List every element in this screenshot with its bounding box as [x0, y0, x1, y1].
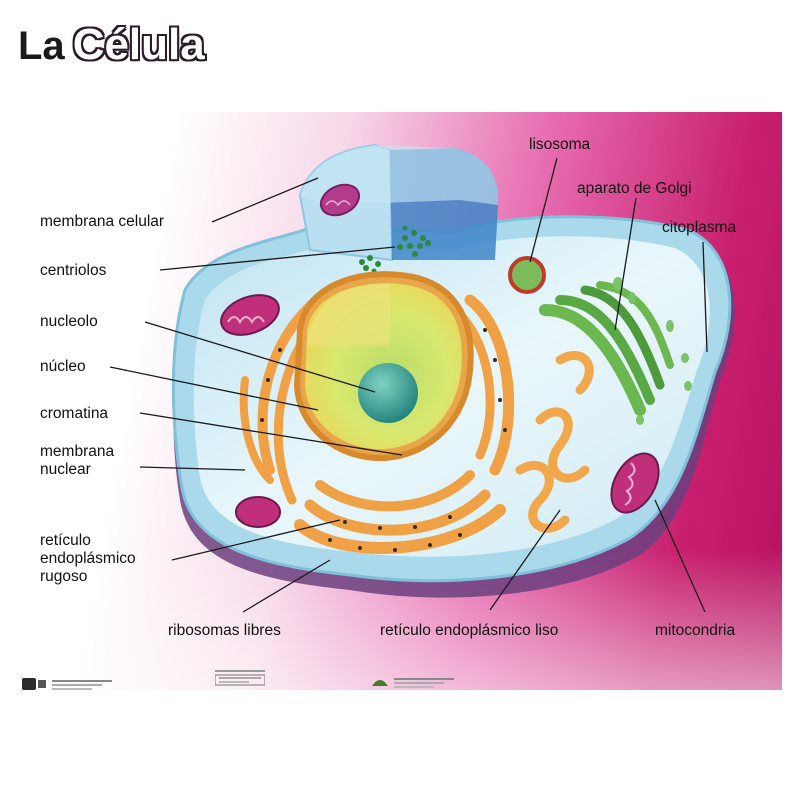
label-membrana-nuclear: membrana nuclear: [40, 443, 114, 479]
golgi-vesicles: [613, 277, 692, 425]
label-citoplasma: citoplasma: [662, 219, 737, 236]
label-cromatina: cromatina: [40, 405, 109, 422]
mito-left-cristae: [227, 316, 265, 324]
block-mitochondrion: [319, 183, 361, 217]
label-ribosomas-libres: ribosomas libres: [168, 622, 281, 639]
block-mito-cristae: [325, 200, 351, 207]
publisher-logo-right: [372, 678, 454, 688]
label-nucleo: núcleo: [40, 358, 86, 375]
nucleolus: [358, 363, 418, 423]
title-main: Célula: [72, 20, 205, 69]
label-reticulo-rugoso-line3: rugoso: [40, 568, 88, 585]
nucleus-cut: [307, 283, 390, 345]
label-membrana-nuclear-line1: membrana: [40, 443, 115, 460]
label-reticulo-rugoso-line1: retículo: [40, 532, 91, 549]
label-mitocondria: mitocondria: [655, 622, 736, 639]
label-aparato-golgi: aparato de Golgi: [577, 180, 692, 197]
golgi-apparatus: [539, 281, 674, 416]
publisher-logo-left: [22, 678, 112, 690]
label-lisosoma: lisosoma: [529, 136, 591, 153]
vesicle-purple: [235, 496, 281, 528]
title-prefix: La: [18, 24, 65, 68]
mitochondrion-left: [220, 294, 280, 336]
label-reticulo-rugoso-line2: endoplásmico: [40, 550, 136, 567]
label-membrana-celular: membrana celular: [40, 213, 165, 230]
label-reticulo-liso: retículo endoplásmico liso: [380, 622, 559, 639]
lysosome: [508, 256, 546, 294]
label-reticulo-rugoso: retículo endoplásmico rugoso: [40, 532, 136, 586]
leader-lines: [109, 157, 708, 613]
mito-right-cristae: [624, 462, 636, 506]
label-centriolos: centriolos: [40, 262, 107, 279]
label-nucleolo: nucleolo: [40, 313, 98, 330]
rough-er-ribosomes: [260, 328, 507, 552]
label-membrana-nuclear-line2: nuclear: [40, 461, 91, 478]
mitochondrion-right: [610, 452, 660, 514]
barcode-mark: [215, 670, 265, 686]
